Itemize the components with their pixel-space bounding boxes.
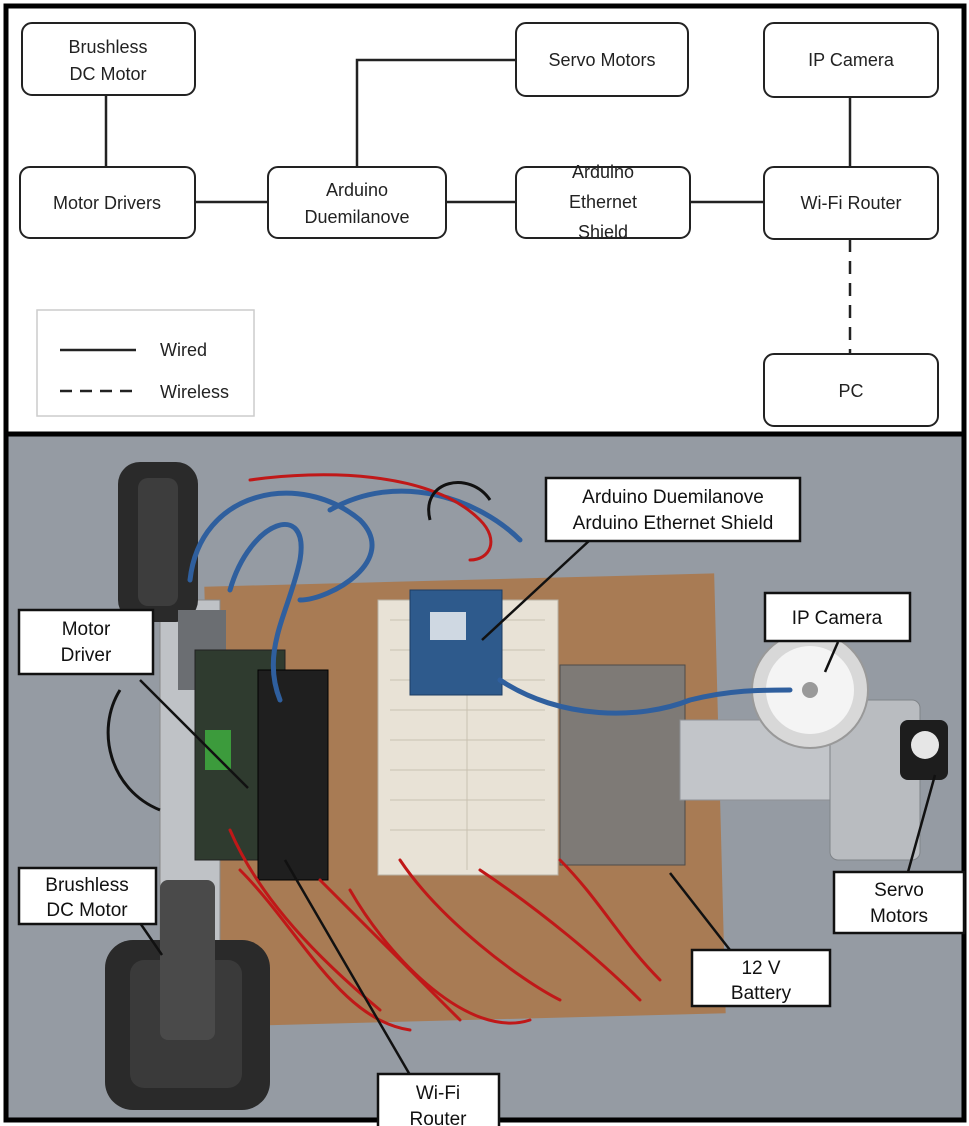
node-brushless-dc-motor-box [22, 23, 195, 95]
brushless-motor-body [160, 880, 215, 1040]
legend-wired-label: Wired [160, 340, 207, 360]
node-servo-motors-label: Servo Motors [548, 50, 655, 70]
callout-ip-camera-label: IP Camera [792, 608, 883, 629]
node-arduino-duemilanove-box [268, 167, 446, 238]
legend: Wired Wireless [37, 310, 254, 416]
node-pc-label: PC [838, 381, 863, 401]
legend-wireless-label: Wireless [160, 382, 229, 402]
node-ip-camera-label: IP Camera [808, 50, 895, 70]
arduino-ethernet-shield-board [410, 590, 502, 695]
node-motor-drivers-label: Motor Drivers [53, 193, 161, 213]
wifi-router-box [258, 670, 328, 880]
node-wifi-router-label: Wi-Fi Router [800, 193, 901, 213]
battery-box [560, 665, 685, 865]
